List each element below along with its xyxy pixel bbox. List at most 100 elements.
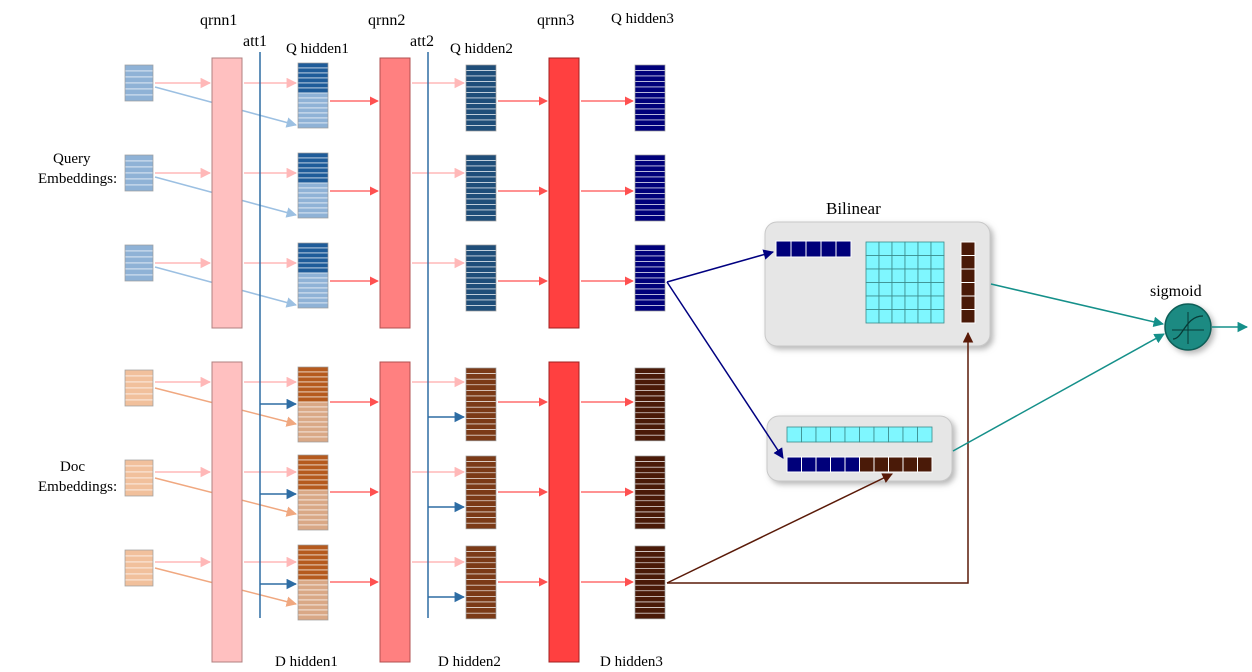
q-hidden2-3-row xyxy=(465,288,497,295)
d-hidden1-2-row xyxy=(297,504,329,511)
d-hidden1-1-row xyxy=(297,426,329,433)
concat-attention-vector-cell xyxy=(786,426,802,443)
q-hidden2-1-row xyxy=(465,125,497,132)
d-hidden1-3-row xyxy=(297,549,329,556)
q-hidden1-1-row xyxy=(297,112,329,119)
concat-joint-vector-cell xyxy=(830,456,846,473)
d-hidden3-1-row xyxy=(634,384,666,391)
d-hidden3-2-row xyxy=(634,500,666,507)
label-sigmoid: sigmoid xyxy=(1150,283,1202,300)
bilinear-matrix-cell xyxy=(917,255,932,270)
d-hidden1-2-row xyxy=(297,509,329,516)
bilinear-matrix-cell xyxy=(904,295,919,310)
q-hidden2-3-row xyxy=(465,244,497,251)
q-hidden1-1-row xyxy=(297,97,329,104)
doc-embedding-2 xyxy=(124,459,154,497)
d-hidden2-2-row xyxy=(465,522,497,530)
d-hidden1-3-row xyxy=(297,609,329,616)
qrnn1-doc-bar xyxy=(211,361,243,663)
d-hidden3-3-row xyxy=(634,601,666,608)
d-hidden1-1-row xyxy=(297,396,329,403)
d-hidden1-1-row xyxy=(297,366,329,373)
d-hidden2-3-row xyxy=(465,612,497,620)
q-hidden3-3-row xyxy=(634,299,666,306)
d-hidden2-3-row xyxy=(465,556,497,564)
bilinear-matrix-cell xyxy=(904,268,919,283)
d-hidden3-3 xyxy=(634,545,666,620)
sigmoid-node xyxy=(1164,303,1212,351)
q-hidden3-3-row xyxy=(634,305,666,312)
query-embedding-1-row xyxy=(124,94,154,102)
doc-embedding-3-border xyxy=(124,549,154,587)
d-hidden2-2-row xyxy=(465,472,497,479)
query-embedding-2-row xyxy=(124,154,154,162)
q-hidden3-1 xyxy=(634,64,666,132)
concat-block xyxy=(766,415,953,482)
q-hidden1-1-row xyxy=(297,107,329,114)
d-hidden1-1-row xyxy=(297,376,329,383)
d-hidden3-3-row xyxy=(634,551,666,558)
d-hidden3-1-row xyxy=(634,423,666,430)
d-hidden2-2-row xyxy=(465,489,497,496)
d-hidden1-3-row xyxy=(297,559,329,566)
bilinear-matrix-cell xyxy=(878,309,893,324)
q-hidden3-1-border xyxy=(634,64,666,132)
label-query-emb-2: Embeddings: xyxy=(38,171,117,187)
concat-contents xyxy=(786,426,933,473)
d-hidden2-2-row xyxy=(465,506,497,513)
d-hidden2-2-row xyxy=(465,466,497,474)
d-hidden3-1-row xyxy=(634,429,666,436)
doc-embedding-2-row xyxy=(124,459,154,467)
d-hidden3-3-row xyxy=(634,573,666,580)
bilinear-matrix-cell xyxy=(930,241,945,256)
d-hidden2-1-row xyxy=(465,390,497,397)
bilinear-matrix-cell xyxy=(930,295,945,310)
q-hidden1-1-row xyxy=(297,102,329,109)
q-hidden2-1-row xyxy=(465,114,497,121)
bilinear-matrix-cell xyxy=(891,255,906,270)
query-to-concat-arrow xyxy=(666,281,784,459)
label-query-emb-1: Query xyxy=(53,151,91,167)
d-hidden3-1-row xyxy=(634,367,666,374)
concat-joint-vector-cell xyxy=(888,456,904,473)
d-hidden1-2-row xyxy=(297,499,329,506)
q-hidden2-1-row xyxy=(465,108,497,115)
bilinear-query-vector-cell xyxy=(805,240,822,258)
d-hidden3-2-row xyxy=(634,472,666,479)
query-embedding-3-border xyxy=(124,244,154,282)
label-qrnn3: qrnn3 xyxy=(537,12,574,29)
q-hidden1-2-row xyxy=(297,187,329,194)
query-embedding-3-row xyxy=(124,244,154,252)
d-hidden3-3-row xyxy=(634,579,666,586)
q-hidden1-3-row xyxy=(297,242,329,249)
doc-embedding-2-row xyxy=(124,471,154,479)
d-hidden3-2-row xyxy=(634,522,666,530)
d-hidden1-1-row xyxy=(297,411,329,418)
q-hidden2-3 xyxy=(465,244,497,312)
label-q-hidden2: Q hidden2 xyxy=(450,41,513,57)
q-hidden2-3-border xyxy=(465,244,497,312)
query-embedding-2-row xyxy=(124,166,154,174)
bilinear-matrix-cell xyxy=(878,282,893,297)
q-hidden1-2-row xyxy=(297,167,329,174)
bilinear-doc-vector-cell xyxy=(960,282,976,297)
d-hidden2-3 xyxy=(465,545,497,620)
q-hidden1-1-row xyxy=(297,72,329,79)
doc-embedding-3-row xyxy=(124,561,154,569)
d-hidden2-3-border xyxy=(465,545,497,620)
output-arrows xyxy=(666,249,1249,584)
d-hidden3-3-row xyxy=(634,596,666,603)
bilinear-matrix-cell xyxy=(865,309,880,324)
q-hidden3-1-row xyxy=(634,119,666,126)
d-hidden2-3-row xyxy=(465,579,497,586)
q-hidden1-1-row xyxy=(297,92,329,99)
q-hidden3-3-row xyxy=(634,277,666,284)
q-hidden1-3-row xyxy=(297,252,329,259)
q-hidden3-3-row xyxy=(634,288,666,295)
d-hidden1-3-row xyxy=(297,564,329,571)
d-hidden3-1 xyxy=(634,367,666,442)
q-hidden1-2-row xyxy=(297,192,329,199)
doc-embedding-1-row xyxy=(124,393,154,401)
d-hidden2-2-row xyxy=(465,455,497,462)
